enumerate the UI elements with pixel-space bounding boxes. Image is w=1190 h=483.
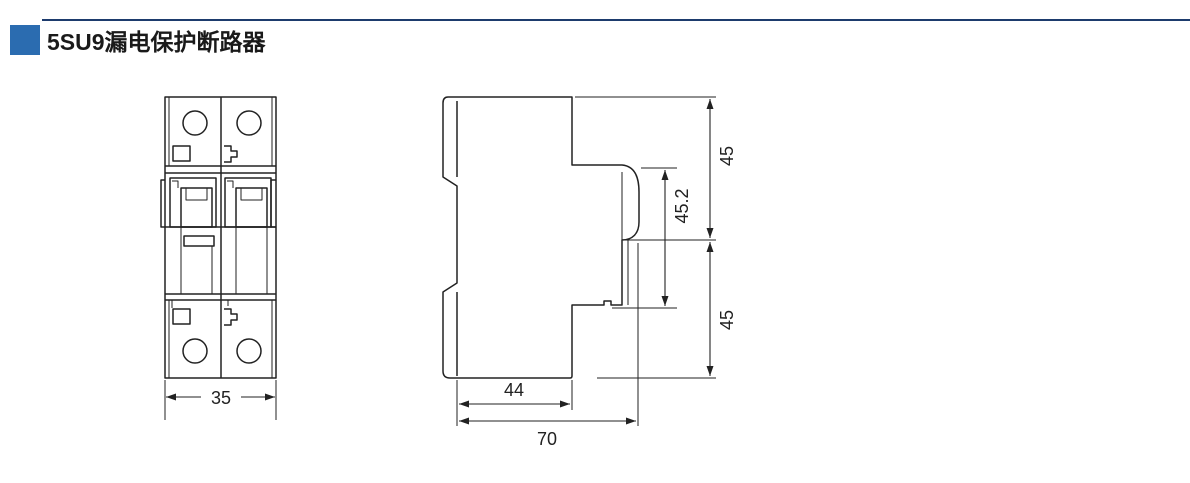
side-dimensions: 44 70 45 45 45.2: [456, 96, 737, 449]
latch-window-left: [180, 187, 213, 228]
rail-height-dimension-label: 45.2: [672, 188, 692, 223]
top-terminal-window-left: [172, 145, 191, 162]
bottom-terminal-notch-right: [224, 308, 238, 326]
top-terminal-screw-right: [236, 110, 262, 136]
front-view-drawing: [160, 96, 277, 379]
upper-height-dimension-label: 45: [717, 146, 737, 166]
front-inner-walls: [168, 97, 273, 378]
side-view-drawing: [442, 96, 640, 379]
front-side-tab-left: [160, 179, 165, 228]
width-dimension: 35: [164, 380, 277, 420]
top-terminal-notch-right: [224, 145, 238, 163]
bottom-terminal-window-left: [172, 308, 191, 325]
bottom-terminal-screw-right: [236, 338, 262, 364]
page-title: 5SU9漏电保护断路器: [47, 29, 266, 55]
bottom-terminal-screw-left: [182, 338, 208, 364]
test-button: [183, 235, 215, 247]
total-depth-dimension-label: 70: [537, 429, 557, 449]
latch-frame-left: [169, 177, 217, 228]
front-bottom-details: [171, 300, 229, 308]
front-band-lines: [165, 165, 276, 301]
inner-depth-dimension-label: 44: [504, 380, 524, 400]
lower-height-dimension-label: 45: [717, 310, 737, 330]
side-extension-lines: [456, 96, 716, 426]
latch-frame-right: [224, 177, 272, 228]
latch-window-right: [235, 187, 268, 228]
front-mid-verticals: [180, 227, 268, 294]
latch-detail-lines: [172, 180, 263, 201]
header-top-rule: [42, 19, 1190, 21]
width-dimension-label: 35: [211, 388, 231, 408]
top-terminal-screw-left: [182, 110, 208, 136]
section-marker-square: [10, 25, 40, 55]
width-extension-lines: [164, 380, 277, 420]
side-housing-outline: [442, 96, 640, 379]
side-clip-detail: [621, 172, 629, 305]
